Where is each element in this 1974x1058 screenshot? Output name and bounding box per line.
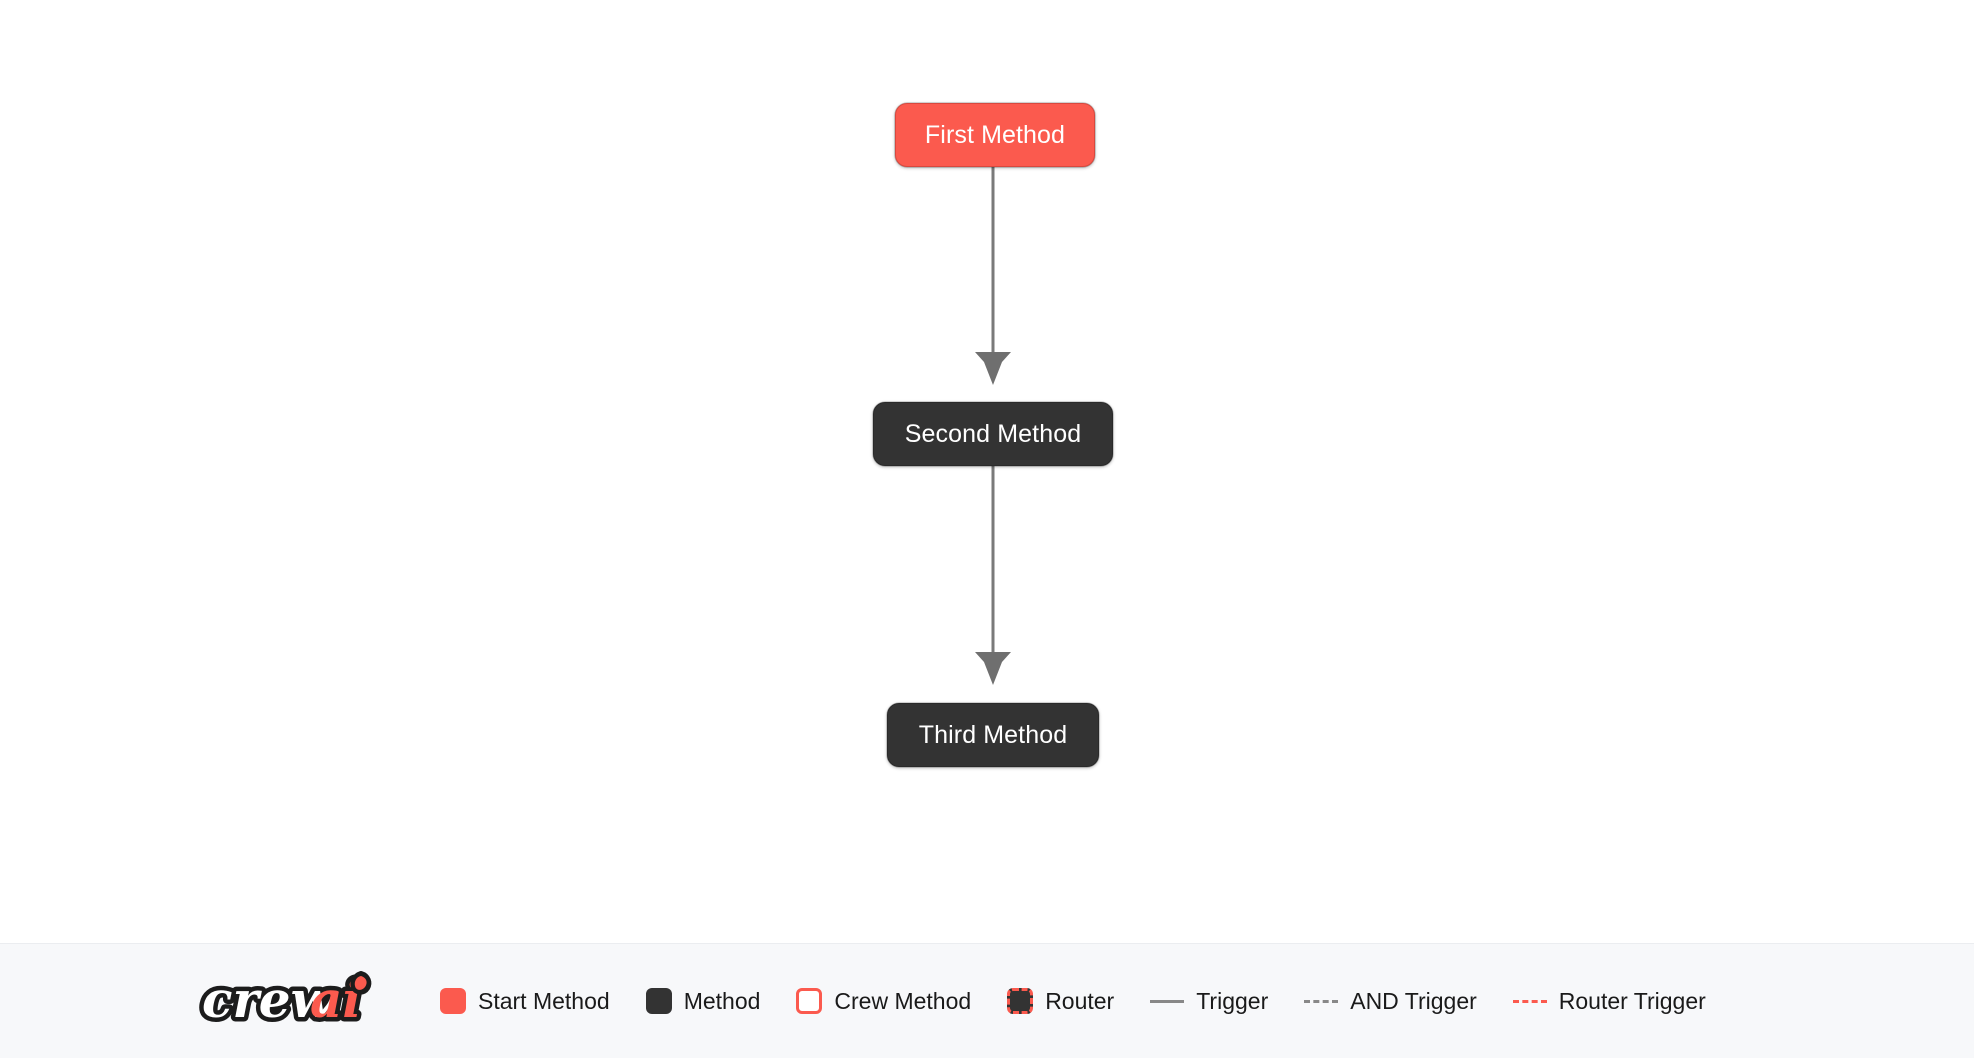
legend-item-router-trigger: Router Trigger bbox=[1512, 987, 1706, 1014]
legend-item-trigger: Trigger bbox=[1150, 987, 1269, 1014]
method-swatch-icon bbox=[645, 988, 672, 1014]
and-trigger-line-icon bbox=[1304, 999, 1339, 1003]
node-first-method[interactable]: First Method bbox=[895, 103, 1095, 167]
node-second-method[interactable]: Second Method bbox=[873, 402, 1113, 466]
legend-label: Method bbox=[683, 987, 761, 1014]
svg-text:crew: crew bbox=[202, 970, 336, 1029]
legend-items: Start Method Method Crew Method Router T… bbox=[440, 988, 1706, 1014]
legend-item-and-trigger: AND Trigger bbox=[1304, 987, 1477, 1014]
legend-label: Router Trigger bbox=[1558, 987, 1706, 1014]
legend-label: Router bbox=[1045, 987, 1115, 1014]
legend-bar: crew ai crew ai Start Method bbox=[0, 943, 1974, 1058]
node-label: First Method bbox=[924, 120, 1066, 149]
svg-text:crew: crew bbox=[202, 970, 336, 1029]
legend-item-router: Router bbox=[1007, 988, 1114, 1014]
legend-label: Start Method bbox=[478, 987, 610, 1014]
router-swatch-icon bbox=[1007, 988, 1034, 1014]
crew-method-swatch-icon bbox=[796, 988, 823, 1014]
legend-label: Trigger bbox=[1196, 987, 1269, 1014]
edge-second-to-third bbox=[975, 466, 1011, 685]
router-trigger-line-icon bbox=[1512, 999, 1547, 1003]
edge-first-to-second bbox=[975, 167, 1011, 385]
node-label: Second Method bbox=[904, 419, 1082, 448]
legend-item-crew-method: Crew Method bbox=[796, 988, 971, 1014]
flow-canvas[interactable]: First Method Second Method Third Method bbox=[0, 0, 1974, 943]
legend-item-start-method: Start Method bbox=[440, 988, 610, 1014]
legend-label: AND Trigger bbox=[1350, 987, 1477, 1014]
crewai-logo: crew ai crew ai bbox=[198, 970, 374, 1032]
legend-item-method: Method bbox=[645, 987, 761, 1014]
legend-label: Crew Method bbox=[834, 987, 972, 1014]
trigger-line-icon bbox=[1150, 999, 1185, 1003]
start-method-swatch-icon bbox=[440, 988, 466, 1014]
logo-dot-icon bbox=[350, 971, 372, 995]
node-third-method[interactable]: Third Method bbox=[887, 703, 1099, 767]
node-label: Third Method bbox=[918, 720, 1068, 749]
